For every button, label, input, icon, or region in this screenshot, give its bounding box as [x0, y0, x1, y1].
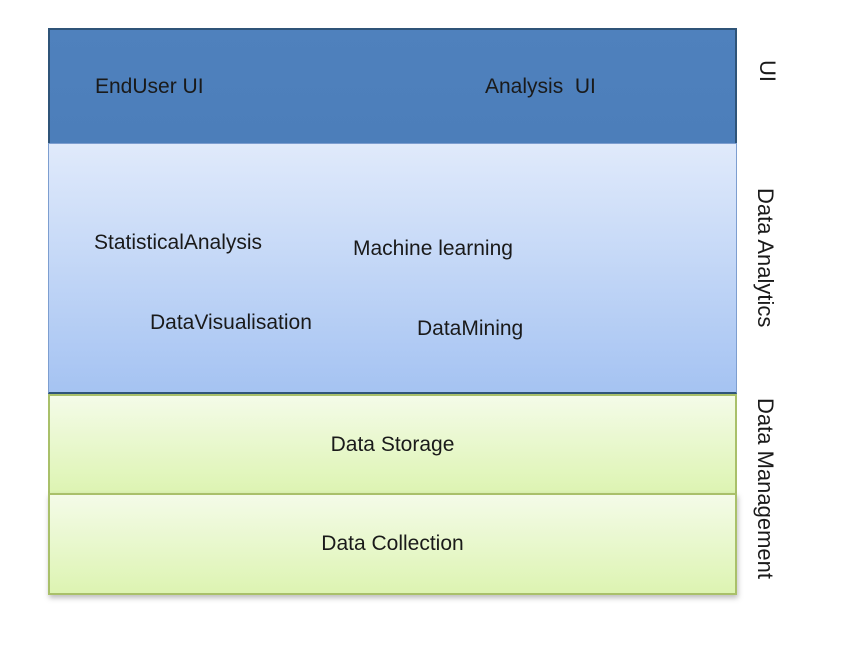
- side-label-data-management: Data Management: [753, 398, 778, 579]
- data-collection-band: Data Collection: [48, 493, 737, 595]
- architecture-stack: EndUser UI Analysis UI StatisticalAnalys…: [48, 28, 737, 595]
- side-label-data-analytics: Data Analytics: [753, 188, 778, 328]
- side-label-ui: UI: [755, 60, 780, 82]
- enduser-ui-label: EndUser UI: [95, 75, 204, 98]
- data-mining-label: DataMining: [417, 317, 524, 340]
- analysis-ui-label: Analysis UI: [485, 75, 596, 98]
- data-visualisation-label: DataVisualisation: [150, 311, 312, 334]
- data-storage-label: Data Storage: [330, 432, 455, 456]
- statistical-analysis-label: StatisticalAnalysis: [94, 231, 263, 254]
- data-analytics-layer-band: StatisticalAnalysis Machine learning Dat…: [48, 143, 737, 394]
- data-collection-label: Data Collection: [321, 532, 464, 555]
- data-storage-band: Data Storage: [48, 394, 737, 493]
- machine-learning-label: Machine learning: [353, 237, 513, 260]
- ui-layer-band: EndUser UI Analysis UI: [48, 28, 737, 143]
